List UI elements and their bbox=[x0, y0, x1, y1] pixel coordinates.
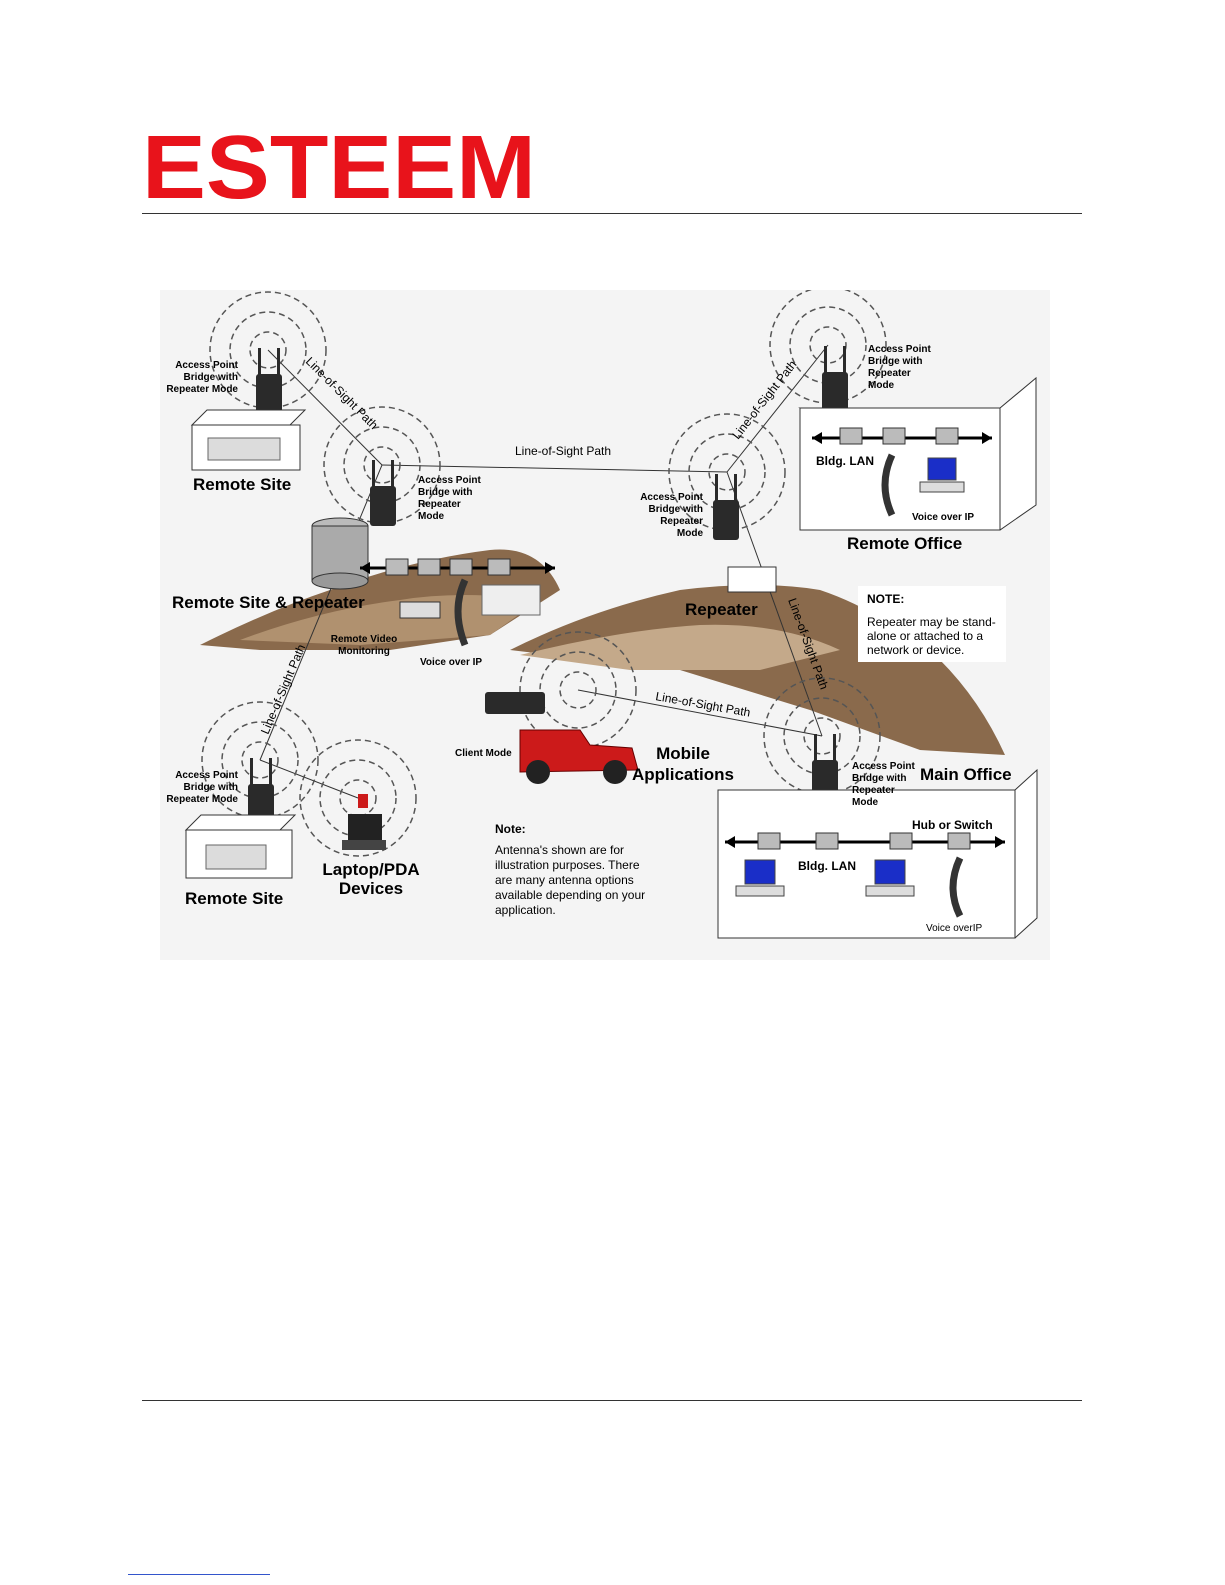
svg-text:Access Point: Access Point bbox=[852, 761, 915, 772]
label-remote-site-top: Remote Site bbox=[193, 475, 291, 494]
note-antenna: Note: Antenna's shown are for illustrati… bbox=[495, 822, 645, 917]
label-client-mode: Client Mode bbox=[455, 748, 512, 759]
svg-text:Mobile: Mobile bbox=[656, 744, 710, 763]
svg-text:are many antenna options: are many antenna options bbox=[495, 873, 634, 887]
label-bldg-lan-main: Bldg. LAN bbox=[798, 859, 856, 873]
svg-text:Bridge with: Bridge with bbox=[184, 372, 238, 383]
svg-text:Access Point: Access Point bbox=[175, 770, 238, 781]
hill-left-light bbox=[240, 595, 540, 645]
svg-text:network or device.: network or device. bbox=[867, 643, 964, 657]
svg-text:Access Point: Access Point bbox=[868, 344, 931, 355]
label-bldg-lan-remote: Bldg. LAN bbox=[816, 454, 874, 468]
radio-icon bbox=[248, 346, 848, 824]
label-remote-site-repeater: Remote Site & Repeater bbox=[172, 593, 365, 612]
note-repeater: NOTE: Repeater may be stand- alone or at… bbox=[858, 586, 1006, 662]
svg-text:Mode: Mode bbox=[852, 797, 879, 808]
svg-text:Mode: Mode bbox=[868, 380, 895, 391]
label-voip-remote-office: Voice over IP bbox=[912, 512, 974, 523]
svg-text:Repeater: Repeater bbox=[418, 499, 461, 510]
building-remote-site-bottom bbox=[184, 814, 297, 879]
svg-text:NOTE:: NOTE: bbox=[867, 592, 904, 606]
ap-label-main-office: Access Point Bridge with Repeater Mode bbox=[852, 761, 915, 808]
header-rule bbox=[142, 213, 1082, 214]
label-mobile: Mobile Applications bbox=[632, 744, 734, 784]
svg-text:illustration purposes. There: illustration purposes. There bbox=[495, 858, 640, 872]
svg-text:Remote Video: Remote Video bbox=[331, 634, 398, 645]
label-voip-main-office: Voice overIP bbox=[926, 923, 982, 934]
ap-label-repeater: Access Point Bridge with Repeater Mode bbox=[640, 492, 703, 539]
repeater-box bbox=[727, 566, 777, 593]
label-repeater: Repeater bbox=[685, 600, 758, 619]
building-main-office bbox=[717, 768, 1038, 939]
building-remote-office bbox=[798, 376, 1037, 531]
svg-text:Access Point: Access Point bbox=[640, 492, 703, 503]
client-radio-icon bbox=[485, 692, 545, 714]
label-laptop: Laptop/PDA Devices bbox=[322, 860, 419, 898]
svg-text:Repeater: Repeater bbox=[852, 785, 895, 796]
svg-text:Access Point: Access Point bbox=[175, 360, 238, 371]
truck-icon bbox=[519, 729, 639, 784]
ap-label-top-left: Access Point Bridge with Repeater Mode bbox=[166, 360, 238, 395]
svg-text:alone or attached to a: alone or attached to a bbox=[867, 629, 983, 643]
svg-text:Bridge with: Bridge with bbox=[868, 356, 922, 367]
svg-text:Antenna's shown are for: Antenna's shown are for bbox=[495, 843, 624, 857]
svg-text:Bridge with: Bridge with bbox=[418, 487, 472, 498]
svg-text:Monitoring: Monitoring bbox=[338, 646, 390, 657]
network-diagram: Access Point Bridge with Repeater Mode A… bbox=[160, 290, 1050, 960]
label-remote-site-bottom: Remote Site bbox=[185, 889, 283, 908]
ap-label-remote-site-repeater: Access Point Bridge with Repeater Mode bbox=[418, 475, 481, 522]
logo-text: ESTEEM bbox=[142, 128, 536, 202]
remote-lan bbox=[311, 517, 555, 647]
footer-rule bbox=[142, 1400, 1082, 1401]
label-voip-remote-site: Voice over IP bbox=[420, 657, 482, 668]
building-remote-site-top bbox=[190, 409, 307, 471]
ap-label-bottom-left: Access Point Bridge with Repeater Mode bbox=[166, 770, 238, 805]
svg-text:application.: application. bbox=[495, 903, 556, 917]
svg-text:Repeater Mode: Repeater Mode bbox=[166, 794, 238, 805]
svg-text:Mode: Mode bbox=[418, 511, 445, 522]
ap-label-remote-office: Access Point Bridge with Repeater Mode bbox=[868, 344, 931, 391]
svg-text:Repeater may be stand-: Repeater may be stand- bbox=[867, 615, 996, 629]
svg-text:Bridge with: Bridge with bbox=[649, 504, 703, 515]
svg-text:Repeater: Repeater bbox=[868, 368, 911, 379]
esteem-logo: ESTEEM bbox=[142, 128, 536, 202]
label-main-office: Main Office bbox=[920, 765, 1012, 784]
svg-text:Applications: Applications bbox=[632, 765, 734, 784]
svg-text:Devices: Devices bbox=[339, 879, 403, 898]
los-label-horizontal: Line-of-Sight Path bbox=[515, 444, 611, 458]
svg-text:available depending on your: available depending on your bbox=[495, 888, 645, 902]
svg-text:Bridge with: Bridge with bbox=[184, 782, 238, 793]
svg-text:Repeater: Repeater bbox=[660, 516, 703, 527]
label-remote-office: Remote Office bbox=[847, 534, 962, 553]
svg-text:Repeater Mode: Repeater Mode bbox=[166, 384, 238, 395]
svg-text:Note:: Note: bbox=[495, 822, 526, 836]
footer-link-underline[interactable] bbox=[128, 1574, 270, 1575]
label-hub-switch: Hub or Switch bbox=[912, 818, 993, 832]
svg-text:Access Point: Access Point bbox=[418, 475, 481, 486]
svg-text:Mode: Mode bbox=[677, 528, 704, 539]
svg-text:Laptop/PDA: Laptop/PDA bbox=[322, 860, 419, 879]
svg-text:Bridge with: Bridge with bbox=[852, 773, 906, 784]
label-remote-video: Remote Video Monitoring bbox=[331, 634, 398, 657]
laptop-icon bbox=[342, 794, 386, 850]
